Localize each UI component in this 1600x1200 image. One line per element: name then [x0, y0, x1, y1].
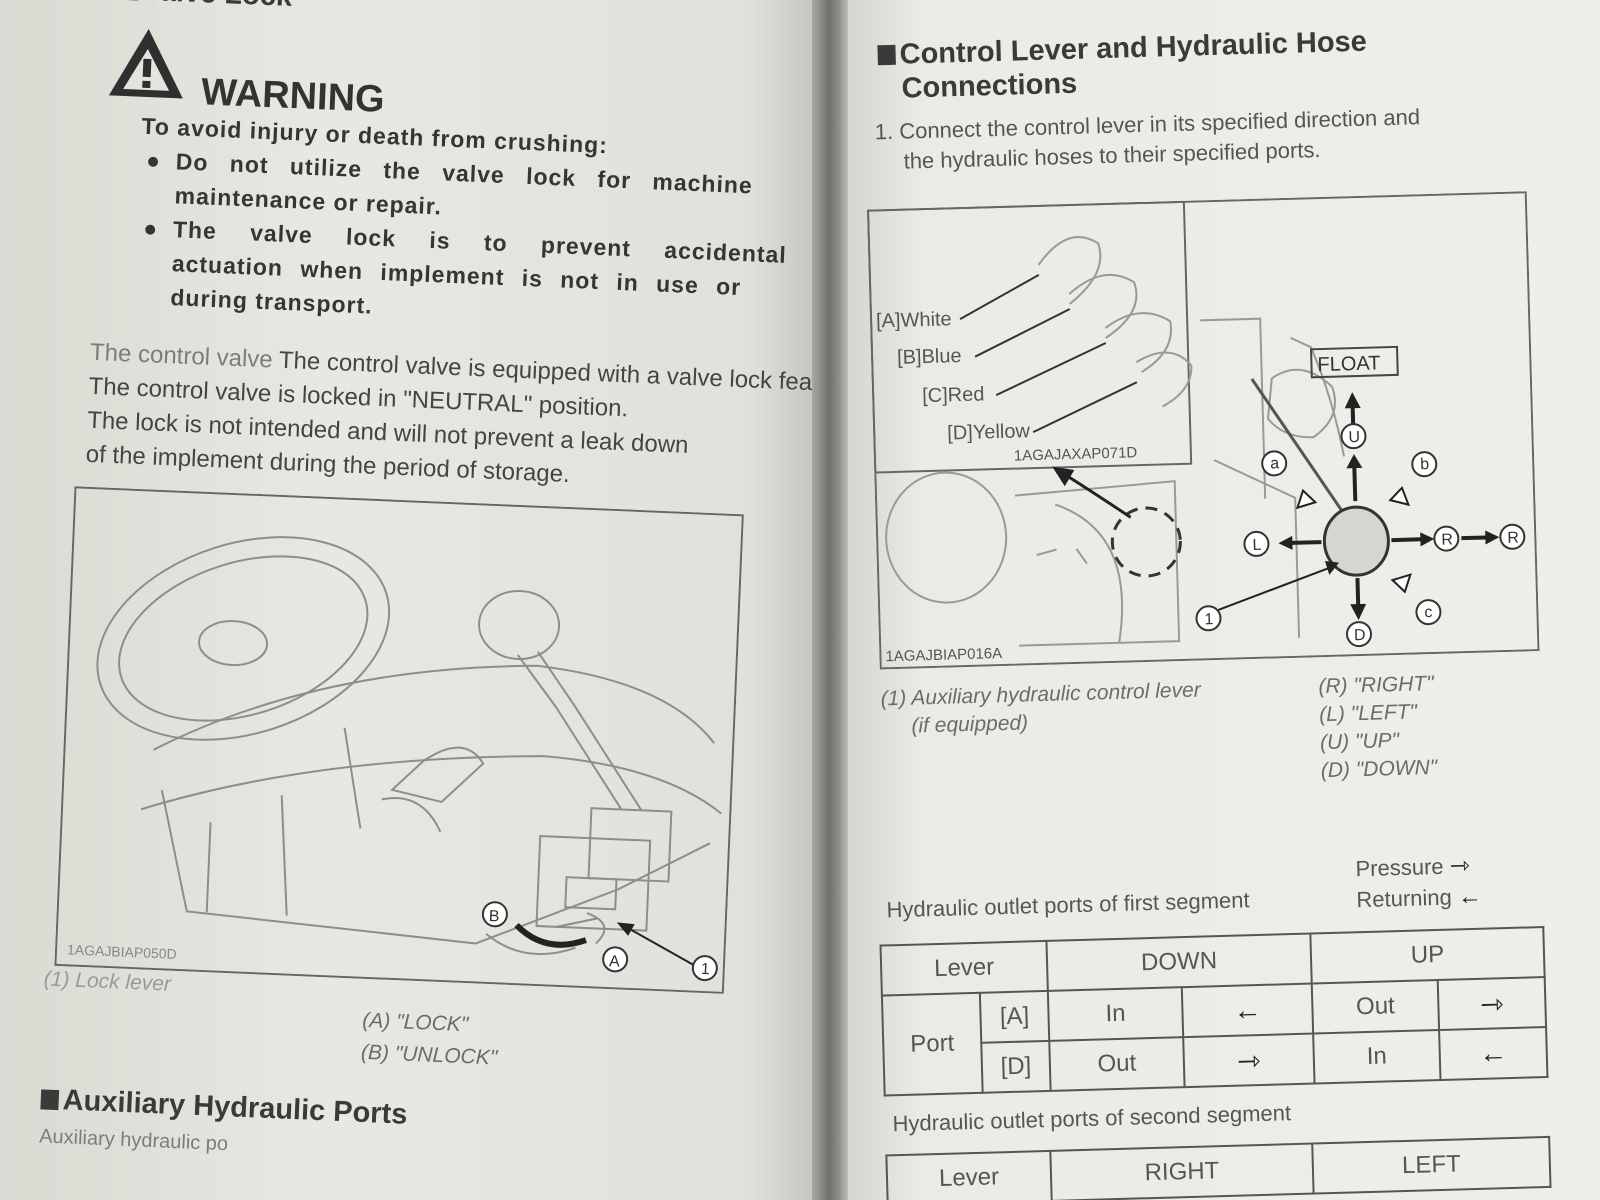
caption-left: (L) "LEFT" — [1318, 700, 1418, 727]
dir-r: R — [1441, 531, 1453, 548]
table1-header-up: UP — [1310, 927, 1545, 984]
legend-pressure: Pressure ⇾ — [1355, 852, 1471, 882]
warning-bullet-2-end: during transport. — [169, 284, 374, 319]
left-page: Valve Lock WARNING To avoid injury or de… — [0, 0, 861, 1200]
figure-code-2: 1AGAJBIAP016A — [885, 645, 1002, 665]
table1-a-up-arrow: ⇾ — [1437, 977, 1547, 1030]
table1-header-down: DOWN — [1046, 933, 1312, 991]
caption-right: (R) "RIGHT" — [1318, 672, 1434, 699]
control-lever-diagram: FLOAT U L R R D — [866, 191, 1540, 670]
callout-b: B — [488, 908, 499, 925]
valve-lock-heading: Valve Lock — [119, 0, 293, 14]
table1-port-label: Port — [881, 992, 983, 1096]
right-page: Control Lever and Hydraulic Hose Connect… — [848, 0, 1600, 1200]
hose-white: [A]White — [876, 308, 952, 332]
warning-title: WARNING — [200, 71, 386, 121]
callout-1: 1 — [700, 961, 710, 978]
float-label: FLOAT — [1317, 352, 1381, 376]
hose-red: [C]Red — [922, 383, 985, 407]
table1-d-up: In — [1313, 1029, 1441, 1084]
table1-d-down: Out — [1049, 1037, 1185, 1091]
second-segment-table: Lever RIGHT LEFT — [885, 1136, 1551, 1200]
figure-code-1: 1AGAJAXAP071D — [1014, 444, 1138, 464]
dir-b: b — [1420, 456, 1429, 473]
caption-lock-lever: (1) Lock lever — [43, 967, 172, 996]
warning-bullet-1-cont: maintenance or repair. — [174, 182, 443, 220]
book-gutter — [812, 0, 850, 1200]
table1-title: Hydraulic outlet ports of first segment — [886, 887, 1250, 923]
auxiliary-ports-heading: Auxiliary Hydraulic Ports — [40, 1083, 408, 1131]
table2-title: Hydraulic outlet ports of second segment — [892, 1100, 1292, 1137]
table1-a-up: Out — [1311, 980, 1440, 1034]
table1-port-a: [A] — [979, 990, 1050, 1043]
table1-a-down: In — [1047, 987, 1184, 1041]
control-lever-heading: Control Lever and Hydraulic Hose — [877, 26, 1367, 73]
callout-lever-1: 1 — [1204, 611, 1213, 628]
hose-blue: [B]Blue — [897, 345, 962, 369]
caption-unlock: (B) "UNLOCK" — [360, 1040, 498, 1070]
caption-down: (D) "DOWN" — [1320, 755, 1438, 783]
table2-header-right: RIGHT — [1050, 1143, 1314, 1200]
dir-d: D — [1354, 627, 1366, 644]
step-1-line-1: 1. Connect the control lever in its spec… — [874, 104, 1421, 145]
dir-r-2: R — [1507, 530, 1519, 547]
dir-c: c — [1424, 604, 1432, 621]
valve-lock-figure: B A 1 1AGAJBIAP050D — [54, 486, 744, 994]
callout-a: A — [609, 953, 621, 970]
table1-d-down-arrow: ⇾ — [1183, 1033, 1315, 1088]
figure-code: 1AGAJBIAP050D — [67, 941, 177, 962]
auxiliary-ports-text: Auxiliary hydraulic po — [38, 1125, 229, 1156]
dir-l: L — [1252, 537, 1261, 554]
table1-port-d: [D] — [981, 1040, 1051, 1093]
legend-returning: Returning ← — [1356, 882, 1483, 913]
caption-aux-lever-cont: (if equipped) — [911, 711, 1029, 738]
table1-d-up-arrow: ← — [1439, 1027, 1548, 1080]
table2-header-left: LEFT — [1312, 1136, 1551, 1194]
caption-aux-lever: (1) Auxiliary hydraulic control lever — [880, 678, 1201, 711]
first-segment-table: Lever DOWN UP Port [A] In ← Out ⇾ [D] Ou… — [879, 926, 1548, 1097]
table2-header-lever: Lever — [886, 1150, 1052, 1200]
table1-a-down-arrow: ← — [1181, 983, 1314, 1038]
caption-up: (U) "UP" — [1319, 729, 1400, 755]
warning-triangle-icon — [108, 28, 183, 99]
dir-u: U — [1348, 429, 1360, 446]
caption-lock: (A) "LOCK" — [361, 1008, 469, 1037]
control-lever-heading-cont: Connections — [901, 67, 1078, 105]
hose-yellow: [D]Yellow — [947, 420, 1031, 444]
table1-header-lever: Lever — [880, 940, 1048, 996]
dir-a: a — [1270, 455, 1279, 472]
